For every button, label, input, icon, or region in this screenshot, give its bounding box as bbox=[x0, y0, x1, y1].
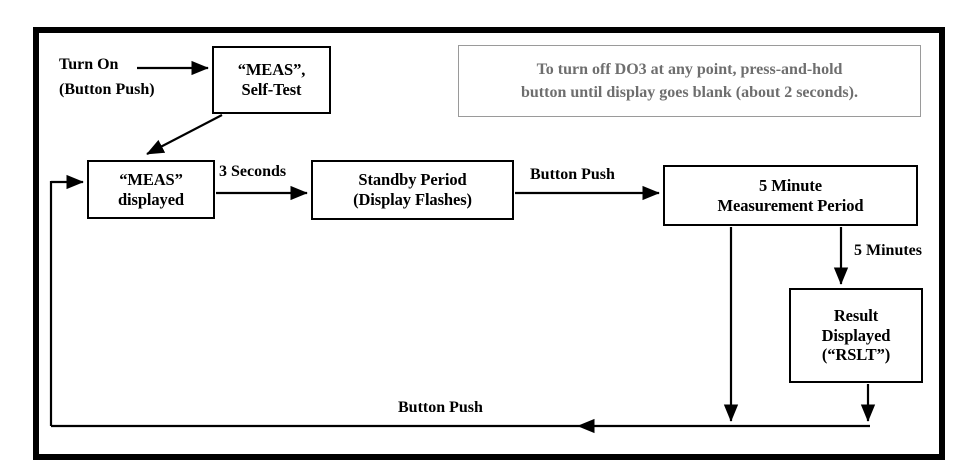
node-result-displayed: Result Displayed (“RSLT”) bbox=[789, 288, 923, 383]
node-meas-self-test-line-1: “MEAS”, bbox=[237, 60, 306, 80]
edge-label-three-seconds: 3 Seconds bbox=[219, 163, 287, 180]
edge-label-five-minutes: 5 Minutes bbox=[854, 242, 922, 259]
node-measurement-period: 5 Minute Measurement Period bbox=[663, 165, 918, 226]
node-meas-displayed: “MEAS” displayed bbox=[87, 160, 215, 219]
node-meas-self-test: “MEAS”, Self-Test bbox=[212, 46, 331, 114]
note-callout: To turn off DO3 at any point, press-and-… bbox=[458, 45, 921, 117]
note-line-2: button until display goes blank (about 2… bbox=[521, 84, 858, 101]
node-meas-displayed-line-1: “MEAS” bbox=[119, 169, 183, 189]
node-meas-self-test-line-2: Self-Test bbox=[241, 80, 302, 99]
edge-label-button-push-return: Button Push bbox=[398, 399, 483, 416]
node-standby-period: Standby Period (Display Flashes) bbox=[311, 160, 514, 220]
node-result-displayed-line-1: Result bbox=[833, 305, 879, 325]
node-measurement-period-line-1: 5 Minute bbox=[759, 175, 822, 195]
node-measurement-period-line-2: Measurement Period bbox=[717, 195, 864, 215]
node-result-displayed-line-2: Displayed bbox=[821, 325, 891, 345]
node-result-displayed-line-3: (“RSLT”) bbox=[821, 345, 891, 365]
node-meas-displayed-line-2: displayed bbox=[117, 189, 185, 209]
edge-label-button-push-to-measure: Button Push bbox=[530, 166, 615, 183]
note-line-1: To turn off DO3 at any point, press-and-… bbox=[536, 60, 843, 78]
node-standby-period-line-1: Standby Period bbox=[358, 170, 467, 190]
edge-label-turn-on: Turn On bbox=[59, 56, 119, 73]
edge-label-button-push-start: (Button Push) bbox=[59, 81, 155, 98]
node-standby-period-line-2: (Display Flashes) bbox=[353, 190, 472, 209]
